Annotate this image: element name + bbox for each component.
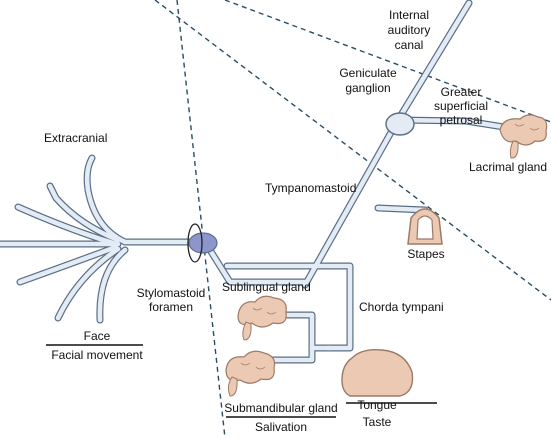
label-chorda-tympani: Chorda tympani — [359, 300, 444, 314]
label-stylomastoid-2: foramen — [149, 300, 193, 314]
label-stylomastoid-1: Stylomastoid — [137, 286, 206, 300]
stapes-icon — [407, 208, 443, 245]
boundary-line-left — [176, 0, 226, 438]
label-tongue: Tongue — [357, 398, 397, 412]
boundary-line-middle — [154, 0, 551, 301]
label-extracranial: Extracranial — [44, 131, 107, 145]
stylomastoid-foramen-shape — [187, 223, 218, 263]
label-submandibular-gland: Submandibular gland — [224, 401, 337, 415]
label-geniculate-2: ganglion — [345, 81, 390, 95]
label-internal-auditory-3: canal — [395, 38, 424, 52]
label-gsp-1: Greater — [441, 85, 482, 99]
label-internal-auditory-2: auditory — [388, 23, 431, 37]
label-stapes: Stapes — [407, 247, 444, 261]
label-sublingual-gland: Sublingual gland — [222, 280, 311, 294]
label-taste: Taste — [363, 415, 392, 429]
geniculate-ganglion-shape — [385, 112, 415, 136]
lacrimal-gland-icon — [499, 114, 548, 159]
label-tympanomastoid: Tympanomastoid — [265, 181, 356, 195]
label-face: Face — [84, 329, 111, 343]
boundary-line-top — [224, 0, 551, 123]
nerve-fill — [0, 0, 513, 363]
sublingual-gland-icon — [237, 295, 287, 341]
region-boundaries — [154, 0, 551, 438]
label-gsp-2: superficial — [434, 99, 488, 113]
tongue-icon — [341, 348, 414, 397]
label-salivation: Salivation — [255, 420, 307, 434]
submandibular-gland-icon — [225, 350, 276, 397]
label-lacrimal-gland: Lacrimal gland — [469, 160, 547, 174]
label-internal-auditory-1: Internal — [389, 8, 429, 22]
label-geniculate-1: Geniculate — [339, 66, 397, 80]
label-facial-movement: Facial movement — [51, 348, 143, 362]
label-gsp-3: petrosal — [440, 113, 483, 127]
